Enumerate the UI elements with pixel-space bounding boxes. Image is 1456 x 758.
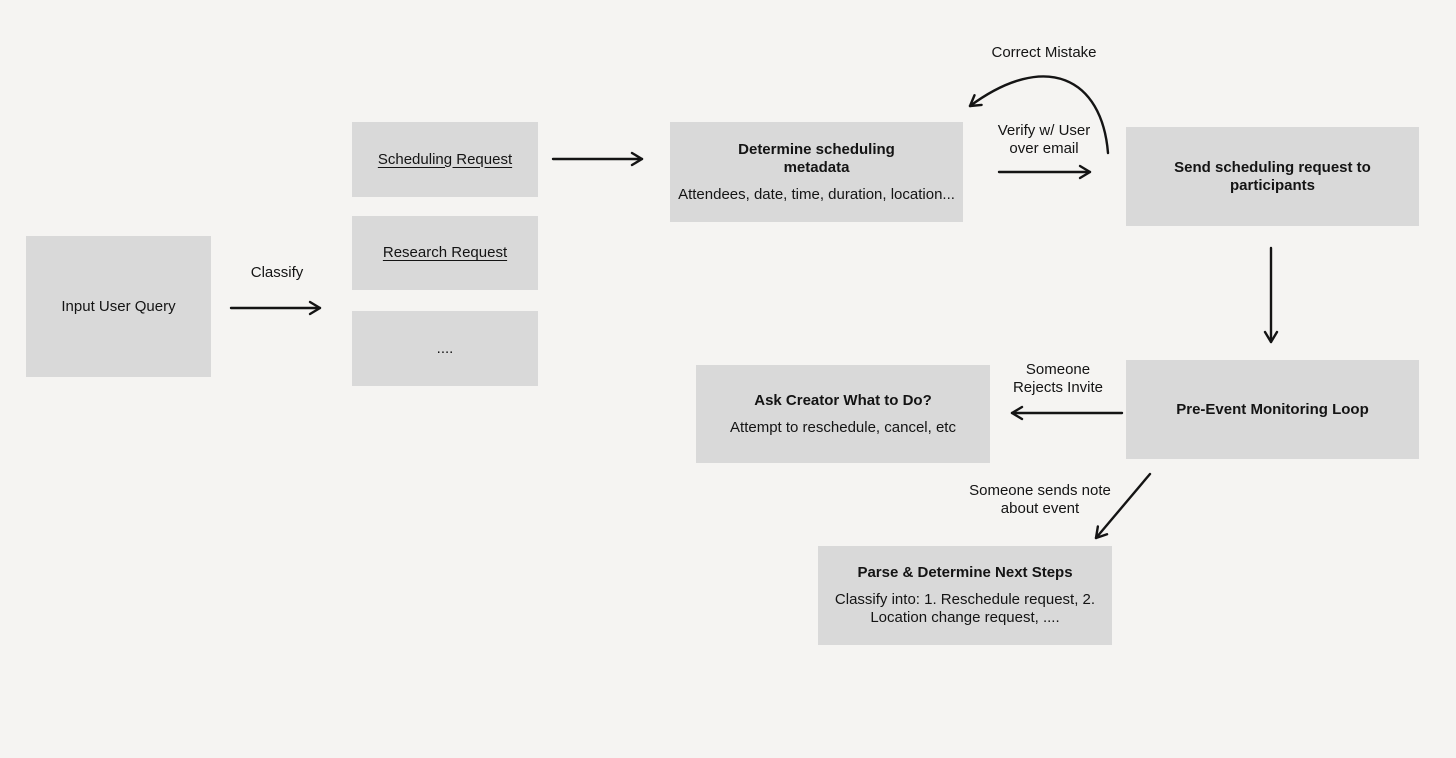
node-ask-creator-what-to-do-subtitle: Attempt to reschedule, cancel, etc bbox=[730, 418, 956, 436]
node-send-scheduling-request-title: Send scheduling request to participants bbox=[1174, 158, 1371, 194]
node-other-requests: .... bbox=[352, 311, 538, 386]
node-parse-determine-next-steps-subtitle: Classify into: 1. Reschedule request, 2.… bbox=[834, 591, 1096, 626]
node-send-scheduling-request: Send scheduling request to participants bbox=[1126, 127, 1419, 226]
node-scheduling-request: Scheduling Request bbox=[352, 122, 538, 197]
node-input-user-query: Input User Query bbox=[26, 236, 211, 377]
node-other-requests-label: .... bbox=[436, 339, 454, 357]
edge-sends-note-arrow bbox=[1094, 472, 1152, 540]
node-research-request-label: Research Request bbox=[382, 244, 508, 261]
node-parse-determine-next-steps: Parse & Determine Next Steps Classify in… bbox=[818, 546, 1112, 645]
edge-label-someone-rejects-invite: Someone Rejects Invite bbox=[1012, 361, 1104, 396]
node-determine-scheduling-metadata: Determine scheduling metadata Attendees,… bbox=[670, 122, 963, 222]
edge-label-correct-mistake: Correct Mistake bbox=[991, 44, 1097, 61]
node-determine-scheduling-metadata-subtitle: Attendees, date, time, duration, locatio… bbox=[678, 185, 955, 203]
node-research-request: Research Request bbox=[352, 216, 538, 290]
edge-label-someone-sends-note: Someone sends note about event bbox=[969, 482, 1111, 517]
node-pre-event-monitoring-loop: Pre-Event Monitoring Loop bbox=[1126, 360, 1419, 459]
edge-correct-mistake-curve bbox=[968, 75, 1110, 155]
node-scheduling-request-label: Scheduling Request bbox=[377, 150, 513, 168]
node-ask-creator-what-to-do: Ask Creator What to Do? Attempt to resch… bbox=[696, 365, 990, 463]
node-determine-scheduling-metadata-title: Determine scheduling metadata bbox=[738, 140, 895, 176]
node-parse-determine-next-steps-title: Parse & Determine Next Steps bbox=[857, 564, 1073, 581]
node-ask-creator-what-to-do-title: Ask Creator What to Do? bbox=[754, 391, 932, 409]
node-pre-event-monitoring-loop-title: Pre-Event Monitoring Loop bbox=[1176, 400, 1369, 418]
edge-label-verify-user-over-email: Verify w/ User over email bbox=[997, 122, 1091, 157]
edge-label-classify: Classify bbox=[250, 264, 304, 281]
node-input-user-query-label: Input User Query bbox=[61, 297, 176, 315]
